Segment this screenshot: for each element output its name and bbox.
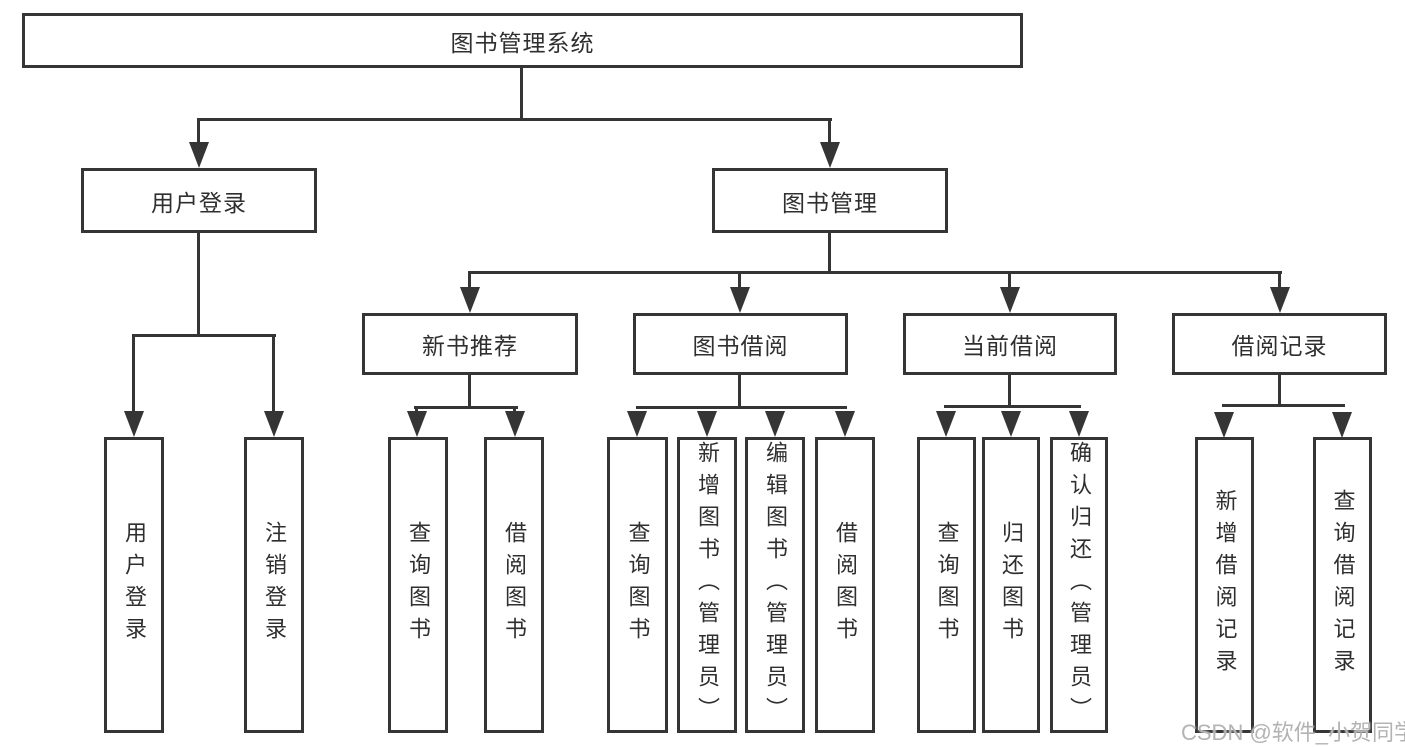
connector-new-book-rec-branch bbox=[414, 406, 518, 409]
connector-book-borrow-drop bbox=[738, 271, 741, 291]
node-book-borrow: 图书借阅 bbox=[633, 313, 848, 375]
leaf-return-book: 归还图书 bbox=[982, 437, 1040, 733]
arrowhead-user-login bbox=[189, 142, 209, 168]
arrowhead-leaf-query-borrow bbox=[627, 411, 647, 437]
leaf-return-book-label: 归还图书 bbox=[999, 521, 1024, 649]
arrowhead-book-mgmt bbox=[820, 142, 840, 168]
leaf-query-book-rec-label: 查询图书 bbox=[406, 521, 431, 649]
leaf-query-borrow-record: 查询借阅记录 bbox=[1313, 437, 1372, 733]
leaf-confirm-return-label: 确认归还（管理员） bbox=[1067, 441, 1092, 729]
arrowhead-leaf-query-record bbox=[1332, 412, 1352, 438]
arrowhead-leaf-edit-book bbox=[765, 411, 785, 437]
arrowhead-leaf-confirm-return bbox=[1069, 411, 1089, 437]
leaf-add-borrow-record-label: 新增借阅记录 bbox=[1212, 489, 1238, 681]
csdn-watermark: CSDN @软件_小贺同学 bbox=[1181, 720, 1405, 745]
leaf-logout-label: 注销登录 bbox=[262, 521, 287, 649]
connector-user-login-branch bbox=[133, 334, 276, 337]
leaf-borrow-book-borrow-label: 借阅图书 bbox=[833, 521, 858, 649]
leaf-logout: 注销登录 bbox=[244, 437, 304, 733]
node-book-mgmt-label: 图书管理 bbox=[782, 189, 878, 216]
arrowhead-leaf-return-book bbox=[1001, 411, 1021, 437]
connector-book-borrow-branch bbox=[636, 406, 847, 409]
arrowhead-leaf-user-login bbox=[124, 411, 144, 437]
connector-user-login-stem bbox=[197, 233, 200, 337]
node-book-mgmt: 图书管理 bbox=[712, 168, 948, 233]
leaf-edit-book-label: 编辑图书（管理员） bbox=[763, 441, 788, 729]
arrowhead-leaf-borrow-rec bbox=[505, 411, 525, 437]
arrowhead-new-book-rec bbox=[460, 287, 480, 313]
node-new-book-rec-label: 新书推荐 bbox=[422, 333, 518, 359]
leaf-query-book-borrow-label: 查询图书 bbox=[625, 521, 651, 649]
node-book-borrow-label: 图书借阅 bbox=[692, 333, 789, 359]
node-user-login-label: 用户登录 bbox=[151, 189, 247, 216]
connector-new-book-rec-stem bbox=[468, 375, 471, 409]
connector-leaf-user-login-drop bbox=[132, 334, 135, 416]
node-borrow-record: 借阅记录 bbox=[1172, 313, 1387, 375]
connector-root-branch bbox=[198, 118, 832, 121]
connector-current-borrow-drop bbox=[1008, 271, 1011, 291]
leaf-borrow-book-rec-label: 借阅图书 bbox=[502, 521, 527, 649]
arrowhead-borrow-record bbox=[1270, 287, 1290, 313]
connector-new-book-rec-drop bbox=[468, 271, 471, 291]
leaf-add-borrow-record: 新增借阅记录 bbox=[1195, 437, 1254, 733]
connector-book-mgmt-drop bbox=[828, 118, 831, 148]
leaf-add-book-label: 新增图书（管理员） bbox=[695, 441, 720, 729]
connector-book-borrow-stem bbox=[738, 375, 741, 409]
node-borrow-record-label: 借阅记录 bbox=[1231, 333, 1328, 359]
arrowhead-leaf-add-record bbox=[1214, 412, 1234, 438]
leaf-edit-book: 编辑图书（管理员） bbox=[745, 437, 805, 733]
arrowhead-leaf-query-current bbox=[936, 411, 956, 437]
leaf-user-login: 用户登录 bbox=[104, 437, 164, 733]
connector-current-borrow-branch bbox=[944, 405, 1081, 408]
node-current-borrow-label: 当前借阅 bbox=[962, 333, 1058, 359]
node-user-login: 用户登录 bbox=[81, 168, 317, 233]
leaf-borrow-book-rec: 借阅图书 bbox=[484, 437, 544, 733]
leaf-borrow-book-borrow: 借阅图书 bbox=[815, 437, 875, 733]
connector-leaf-logout-drop bbox=[272, 334, 275, 416]
connector-borrow-record-stem bbox=[1278, 375, 1281, 407]
leaf-query-book-current: 查询图书 bbox=[917, 437, 976, 733]
connector-root-stem bbox=[520, 68, 523, 120]
arrowhead-leaf-logout bbox=[264, 411, 284, 437]
leaf-query-book-borrow: 查询图书 bbox=[607, 437, 668, 733]
connector-user-login-drop bbox=[197, 118, 200, 148]
connector-book-mgmt-branch bbox=[468, 271, 1282, 274]
connector-current-borrow-stem bbox=[1008, 375, 1011, 408]
arrowhead-leaf-borrow-book bbox=[835, 411, 855, 437]
leaf-add-book: 新增图书（管理员） bbox=[677, 437, 737, 733]
leaf-query-book-rec: 查询图书 bbox=[388, 437, 448, 733]
leaf-confirm-return: 确认归还（管理员） bbox=[1050, 437, 1108, 733]
node-new-book-rec: 新书推荐 bbox=[362, 313, 578, 375]
arrowhead-leaf-add-book bbox=[697, 411, 717, 437]
connector-borrow-record-branch bbox=[1222, 404, 1345, 407]
leaf-query-book-current-label: 查询图书 bbox=[934, 521, 960, 649]
node-current-borrow: 当前借阅 bbox=[903, 313, 1117, 375]
leaf-query-borrow-record-label: 查询借阅记录 bbox=[1330, 489, 1356, 681]
arrowhead-current-borrow bbox=[1000, 287, 1020, 313]
node-root-label: 图书管理系统 bbox=[450, 29, 595, 56]
node-root: 图书管理系统 bbox=[22, 13, 1023, 68]
connector-book-mgmt-stem bbox=[828, 233, 831, 274]
connector-borrow-record-drop bbox=[1278, 271, 1281, 291]
arrowhead-leaf-query-rec bbox=[407, 411, 427, 437]
arrowhead-book-borrow bbox=[730, 287, 750, 313]
leaf-user-login-label: 用户登录 bbox=[122, 521, 147, 649]
